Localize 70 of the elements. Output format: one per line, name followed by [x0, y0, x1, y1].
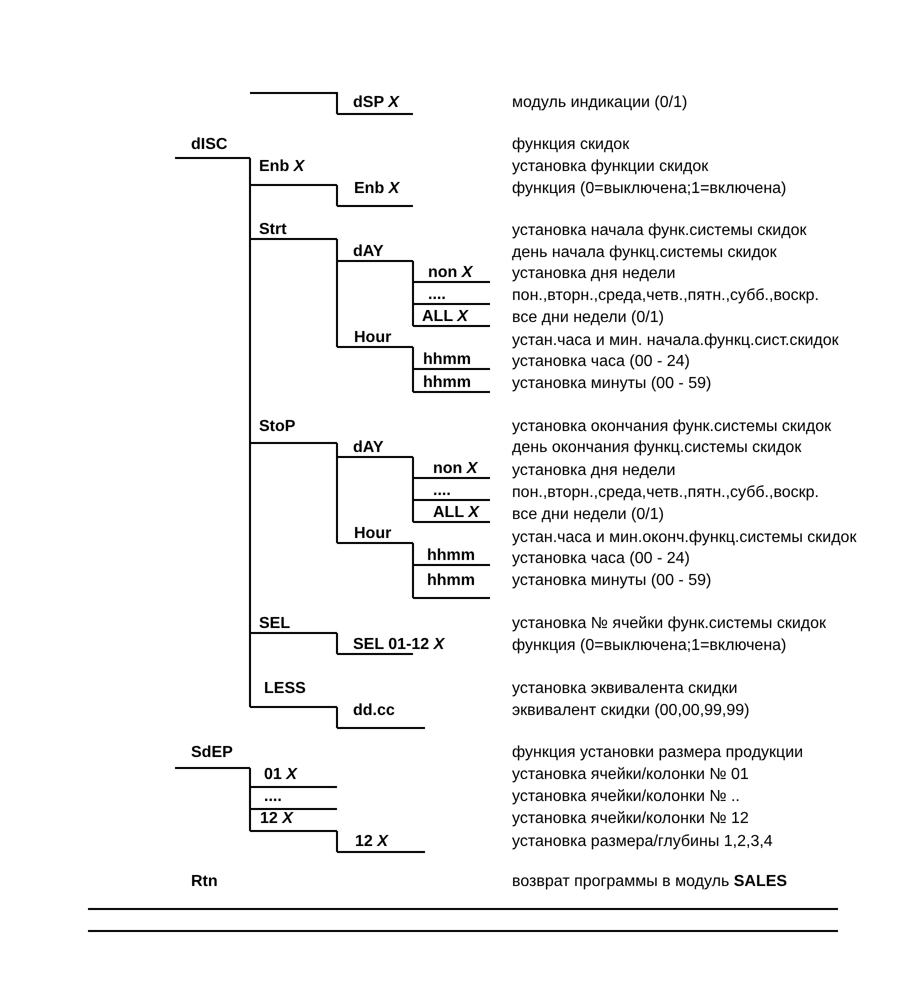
menu-item: Hour: [337, 524, 413, 544]
connector-line: [250, 92, 338, 114]
item-description: пон.,вторн.,среда,четв.,пятн.,субб.,воскр.: [512, 286, 819, 306]
connector-line: [412, 347, 414, 392]
menu-item: SdEP: [175, 743, 250, 769]
menu-item: 12 X: [250, 809, 337, 832]
item-description: установка часа (00 - 24): [512, 549, 690, 569]
menu-item: Hour: [337, 328, 413, 348]
item-description: установка дня недели: [512, 461, 676, 481]
menu-item: hhmm: [413, 571, 490, 599]
connector-line: [336, 239, 338, 347]
menu-item: ALL X: [413, 503, 490, 523]
connector-line: [412, 261, 414, 326]
menu-item: hhmm: [413, 373, 490, 393]
menu-item: non X: [413, 263, 490, 283]
item-description: возврат программы в модуль SALES: [512, 872, 788, 892]
item-description: установка функции скидок: [512, 157, 708, 177]
connector-line: [336, 831, 338, 852]
menu-item: Rtn: [191, 872, 218, 892]
item-description: день окончания функц.системы скидок: [512, 438, 802, 458]
item-description: пон.,вторн.,среда,четв.,пятн.,субб.,воскр.: [512, 483, 819, 503]
menu-item: dAY: [337, 242, 413, 262]
connector-line: [412, 543, 414, 598]
item-description: установка минуты (00 - 59): [512, 374, 712, 394]
item-description: установка окончания функ.системы скидок: [512, 417, 832, 437]
menu-item: ALL X: [413, 307, 490, 327]
item-description: установка часа (00 - 24): [512, 352, 690, 372]
connector-line: [336, 185, 338, 206]
item-description: функция установки размера продукции: [512, 743, 804, 763]
item-description: установка № ячейки функ.системы скидок: [512, 614, 826, 634]
menu-item: 12 X: [337, 832, 425, 853]
item-description: все дни недели (0/1): [512, 308, 664, 328]
item-description: установка начала функ.системы скидок: [512, 221, 806, 241]
connector-line: [249, 158, 251, 707]
menu-item: SEL 01-12 X: [337, 635, 444, 655]
item-description: эквивалент скидки (00,00,99,99): [512, 701, 750, 721]
item-description: установка эквивалента скидки: [512, 679, 738, 699]
item-description: функция (0=выключена;1=включена): [512, 636, 786, 656]
menu-item: hhmm: [413, 546, 490, 566]
item-description: все дни недели (0/1): [512, 505, 664, 525]
item-description: функция (0=выключена;1=включена): [512, 179, 786, 199]
menu-item: StoP: [250, 417, 337, 444]
item-description: установка минуты (00 - 59): [512, 571, 712, 591]
connector-line: [412, 457, 414, 522]
menu-item: dAY: [337, 438, 413, 458]
menu-item: LESS: [250, 679, 337, 708]
menu-item: dd.cc: [337, 701, 425, 729]
connector-line: [336, 707, 338, 728]
item-description: модуль индикации (0/1): [512, 93, 688, 113]
connector-line: [336, 633, 338, 654]
item-description: установка ячейки/колонки № 12: [512, 809, 749, 829]
item-description: установка ячейки/колонки № 01: [512, 765, 749, 785]
menu-item: hhmm: [413, 350, 490, 370]
menu-item: Enb X: [337, 179, 413, 207]
menu-item: Strt: [250, 220, 337, 240]
item-description: функция скидок: [512, 135, 630, 155]
item-description: установка ячейки/колонки № ..: [512, 787, 740, 807]
menu-item: dISC: [175, 135, 250, 159]
menu-item: non X: [413, 459, 490, 479]
menu-item: Enb X: [250, 157, 337, 186]
menu-item: SEL: [250, 614, 337, 634]
connector-line: [249, 768, 251, 831]
item-description: день начала функц.системы скидок: [512, 243, 777, 263]
item-description: устан.часа и мин. начала.функц.сист.скидок: [512, 331, 839, 351]
item-description: устан.часа и мин.оконч.функц.системы скидок: [512, 528, 856, 548]
item-description: установка размера/глубины 1,2,3,4: [512, 832, 773, 852]
connector-line: [336, 443, 338, 543]
menu-item: 01 X: [250, 765, 337, 788]
item-description: установка дня недели: [512, 264, 676, 284]
menu-item: dSP X: [337, 93, 413, 115]
